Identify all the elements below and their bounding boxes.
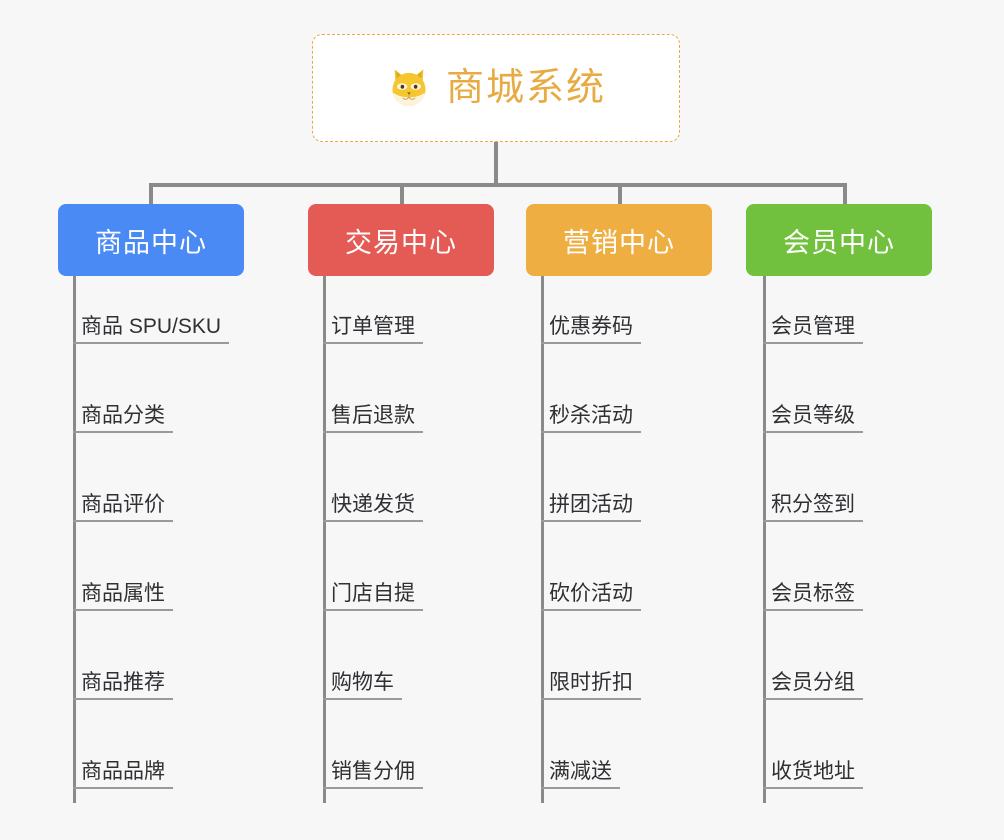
sub-item-label: 秒杀活动 [549,403,633,427]
connector-drop-2 [400,183,404,206]
sub-item-label: 会员分组 [771,670,855,694]
sub-item[interactable]: 会员标签 [763,567,863,611]
root-node[interactable]: 商城系统 [312,34,680,142]
branch-spine-2 [323,276,326,803]
sub-item[interactable]: 售后退款 [323,389,423,433]
sub-item-label: 会员标签 [771,581,855,605]
category-box-1[interactable]: 商品中心 [58,204,244,276]
category-box-4[interactable]: 会员中心 [746,204,932,276]
sub-item[interactable]: 秒杀活动 [541,389,641,433]
root-title: 商城系统 [445,67,606,109]
sub-item-label: 优惠券码 [549,314,633,338]
sub-item-label: 收货地址 [771,759,855,783]
category-box-2[interactable]: 交易中心 [308,204,494,276]
sub-item[interactable]: 限时折扣 [541,656,641,700]
sub-item[interactable]: 拼团活动 [541,478,641,522]
sub-item-label: 商品 SPU/SKU [81,314,222,338]
sub-item[interactable]: 满减送 [541,745,620,789]
sub-item[interactable]: 商品 SPU/SKU [73,300,230,344]
connector-drop-1 [149,183,153,206]
sub-item[interactable]: 商品分类 [73,389,173,433]
sub-item[interactable]: 快递发货 [323,478,423,522]
sub-item-label: 售后退款 [331,403,415,427]
connector-horizontal-bar [149,183,846,187]
sub-item[interactable]: 砍价活动 [541,567,641,611]
sub-item[interactable]: 会员管理 [763,300,863,344]
connector-drop-4 [843,183,847,206]
category-label-3: 营销中心 [563,227,675,258]
connector-drop-3 [618,183,622,206]
sub-item-label: 快递发货 [331,492,415,516]
category-label-4: 会员中心 [783,227,895,258]
sub-item[interactable]: 购物车 [323,656,402,700]
sub-item[interactable]: 商品属性 [73,567,173,611]
category-label-2: 交易中心 [345,227,457,258]
sub-item-label: 积分签到 [771,492,855,516]
sub-item-label: 满减送 [549,759,612,783]
sub-item-label: 门店自提 [331,581,415,605]
sub-item[interactable]: 收货地址 [763,745,863,789]
category-box-3[interactable]: 营销中心 [526,204,712,276]
sub-item-label: 商品分类 [81,403,165,427]
sub-item-label: 拼团活动 [549,492,633,516]
sub-item-label: 商品推荐 [81,670,165,694]
sub-item[interactable]: 商品评价 [73,478,173,522]
sub-item-label: 商品品牌 [81,759,165,783]
sub-item[interactable]: 会员等级 [763,389,863,433]
sub-item[interactable]: 积分签到 [763,478,863,522]
sub-item-label: 商品属性 [81,581,165,605]
connector-root-stem [494,142,498,186]
sub-item[interactable]: 订单管理 [323,300,423,344]
sub-item-label: 会员管理 [771,314,855,338]
branch-spine-4 [763,276,766,803]
category-label-1: 商品中心 [95,227,207,258]
branch-spine-1 [73,276,76,803]
sub-item[interactable]: 商品品牌 [73,745,173,789]
sub-item-label: 会员等级 [771,403,855,427]
sub-item-label: 销售分佣 [331,759,415,783]
sub-item-label: 购物车 [331,670,394,694]
sub-item[interactable]: 销售分佣 [323,745,423,789]
sub-item[interactable]: 会员分组 [763,656,863,700]
sub-item-label: 砍价活动 [549,581,633,605]
shiba-dog-face-icon [392,69,426,106]
sub-item-label: 限时折扣 [549,670,633,694]
sub-item[interactable]: 商品推荐 [73,656,173,700]
branch-spine-3 [541,276,544,803]
sub-item-label: 商品评价 [81,492,165,516]
sub-item-label: 订单管理 [331,314,415,338]
sub-item[interactable]: 门店自提 [323,567,423,611]
sub-item[interactable]: 优惠券码 [541,300,641,344]
